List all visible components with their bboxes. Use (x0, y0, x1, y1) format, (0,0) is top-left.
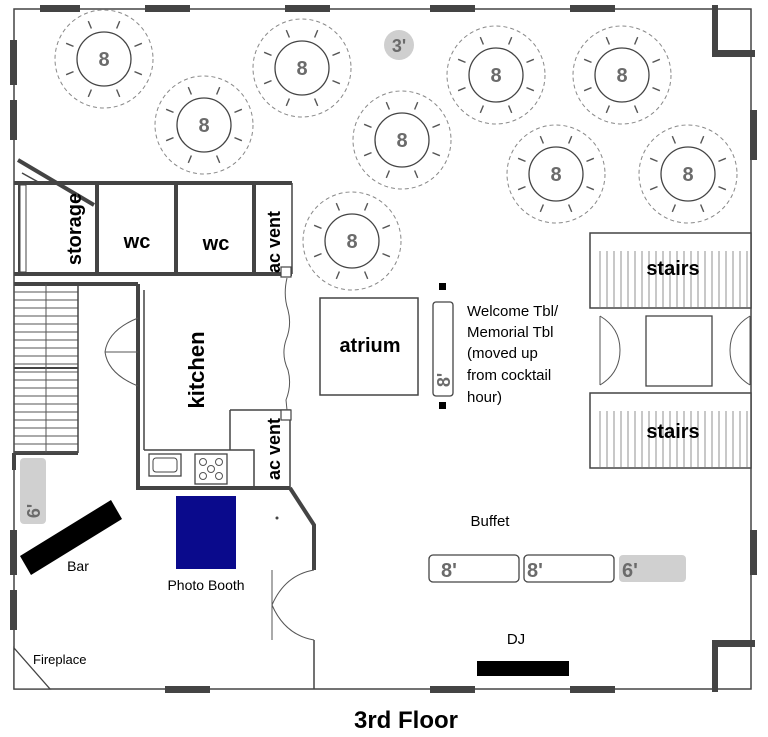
round-table[interactable]: 8 (352, 90, 452, 190)
dj-label: DJ (507, 631, 525, 648)
bar-table-size: 6' (24, 504, 44, 518)
round-table[interactable]: 8 (506, 124, 606, 224)
round-tables: 8 8 8 8 8 8 8 8 8 (54, 9, 738, 291)
round-table-label: 8 (682, 164, 693, 186)
wc-label-1: wc (123, 231, 151, 253)
dj-area[interactable]: DJ (477, 631, 569, 676)
buffet[interactable]: Buffet 8' 8' 6' (428, 513, 686, 583)
round-table-label: 8 (396, 130, 407, 152)
buffet-table-1: 8' (441, 560, 457, 582)
stairs-bottom-label: stairs (646, 421, 699, 443)
photo-booth[interactable]: Photo Booth (167, 496, 245, 593)
small-round-table-label: 3' (392, 36, 406, 56)
round-table[interactable]: 8 (446, 25, 546, 125)
round-table[interactable]: 8 (638, 124, 738, 224)
round-table[interactable]: 8 (154, 75, 254, 175)
welcome-table[interactable]: 8' (432, 283, 454, 409)
fireplace: Fireplace (13, 646, 86, 690)
bar-label: Bar (67, 558, 89, 574)
round-table-label: 8 (346, 231, 357, 253)
floor-title: 3rd Floor (354, 707, 458, 734)
round-table-label: 8 (616, 65, 627, 87)
atrium-label: atrium (339, 335, 400, 357)
storage-label: storage (64, 193, 86, 265)
bar-area[interactable]: 6' Bar (20, 458, 122, 575)
stairs-top-label: stairs (646, 258, 699, 280)
round-table[interactable]: 8 (252, 18, 352, 118)
welcome-note: Welcome Tbl/ Memorial Tbl (moved up from… (467, 303, 562, 406)
wc-label-2: wc (202, 233, 230, 255)
welcome-table-size: 8' (434, 373, 454, 387)
ac-vent-top-label: ac vent (264, 211, 284, 273)
photo-booth-label: Photo Booth (167, 577, 244, 593)
left-stairs (12, 282, 138, 470)
buffet-table-2: 8' (527, 560, 543, 582)
storage-wc-block: storage wc wc ac vent (14, 158, 293, 278)
round-table[interactable]: 8 (54, 9, 154, 109)
ac-vent-bottom-label: ac vent (264, 418, 284, 480)
round-table-label: 8 (490, 65, 501, 87)
round-table-label: 8 (296, 58, 307, 80)
buffet-label: Buffet (471, 513, 511, 530)
buffet-table-3: 6' (622, 560, 638, 582)
round-table-label: 8 (550, 164, 561, 186)
small-round-table[interactable]: 3' (384, 30, 414, 60)
fireplace-label: Fireplace (33, 652, 86, 667)
kitchen: kitchen ac vent (104, 277, 292, 490)
right-stairs: stairs stairs (589, 232, 752, 469)
atrium: atrium (319, 297, 419, 396)
kitchen-label: kitchen (184, 331, 209, 408)
round-table[interactable]: 8 (572, 25, 672, 125)
round-table-label: 8 (98, 49, 109, 71)
wall-accents (10, 5, 757, 693)
round-table-label: 8 (198, 115, 209, 137)
lower-partition (271, 486, 316, 689)
outer-wall (13, 8, 752, 690)
round-table[interactable]: 8 (302, 191, 402, 291)
